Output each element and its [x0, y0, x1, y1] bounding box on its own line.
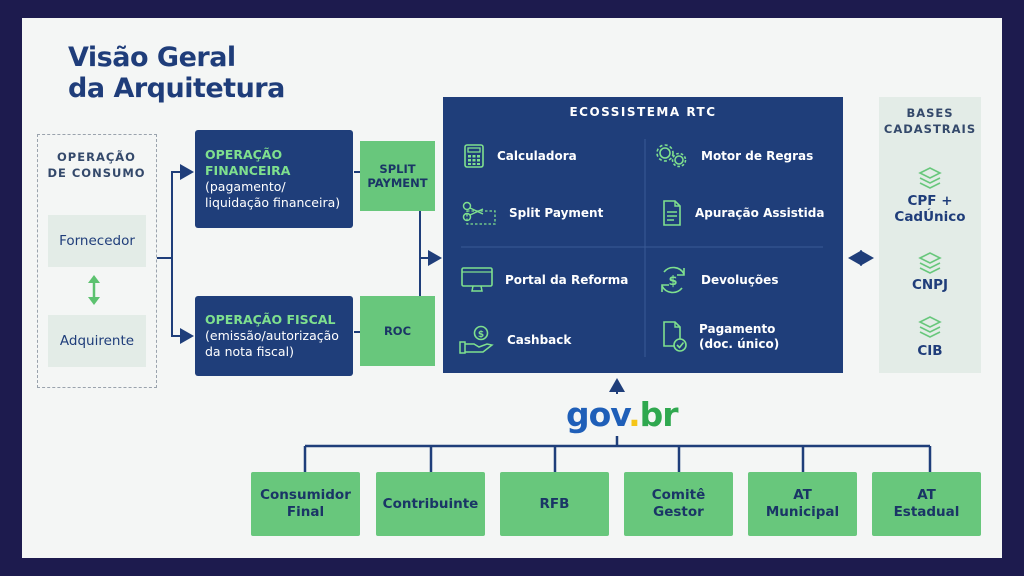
eco-item-devolucoes: $ Devoluções [657, 265, 778, 295]
eco-dividers [461, 139, 823, 357]
document-icon [663, 200, 681, 226]
connector-to-fiscal [171, 258, 194, 344]
database-icons [918, 167, 942, 338]
gears-icon [656, 144, 687, 168]
scissors-icon [462, 201, 496, 225]
monitor-icon [461, 267, 493, 292]
eco-item-apuracao: Apuração Assistida [661, 200, 824, 226]
eco-item-pagamento: Pagamento (doc. único) [661, 319, 779, 355]
database-icon [918, 252, 942, 274]
operacao-consumo-group: OPERAÇÃO DE CONSUMO Fornecedor Adquirent… [37, 134, 157, 388]
base-cib: CIB [917, 343, 943, 359]
operacao-financeira-box: OPERAÇÃO FINANCEIRA (pagamento/ liquidaç… [195, 130, 353, 228]
svg-text:$: $ [668, 274, 677, 289]
fornecedor-box: Fornecedor [48, 215, 146, 267]
bases-title: BASES CADASTRAIS [883, 106, 977, 136]
split-payment-box: SPLIT PAYMENT [360, 141, 435, 211]
ecossistema-title: ECOSSISTEMA RTC [569, 105, 717, 119]
base-cpf-cadunico: CPF + CadÚnico [894, 193, 966, 225]
calculator-icon [464, 144, 484, 168]
eco-item-cashback: $ Cashback [459, 325, 571, 355]
document-check-icon [663, 321, 687, 352]
govbr-logo: gov.br [566, 395, 679, 434]
page-title: Visão Geral da Arquitetura [68, 42, 285, 104]
operacao-consumo-title: OPERAÇÃO DE CONSUMO [47, 150, 146, 180]
refund-icon: $ [661, 266, 685, 294]
ecossistema-rtc-panel: ECOSSISTEMA RTC Calculadora Motor de Reg… [443, 97, 843, 373]
roc-box: ROC [360, 296, 435, 366]
bases-cadastrais-panel: BASES CADASTRAIS CPF + CadÚnico CNPJ CIB [879, 97, 981, 373]
connector-to-financeira [157, 164, 194, 259]
database-icon [918, 316, 942, 338]
eco-item-motor-regras: Motor de Regras [655, 143, 813, 169]
box-rfb: RFB [500, 472, 609, 536]
hand-coin-icon: $ [459, 325, 494, 354]
box-contribuinte: Contribuinte [376, 472, 485, 536]
operacao-fiscal-box: OPERAÇÃO FISCAL (emissão/autorização da … [195, 296, 353, 376]
eco-item-calculadora: Calculadora [463, 143, 577, 169]
eco-item-portal: Portal da Reforma [461, 267, 628, 293]
eco-item-split-payment: Split Payment [461, 200, 603, 226]
database-icon [918, 167, 942, 189]
adquirente-box: Adquirente [48, 315, 146, 367]
base-cnpj: CNPJ [911, 277, 949, 293]
svg-text:$: $ [478, 330, 484, 340]
